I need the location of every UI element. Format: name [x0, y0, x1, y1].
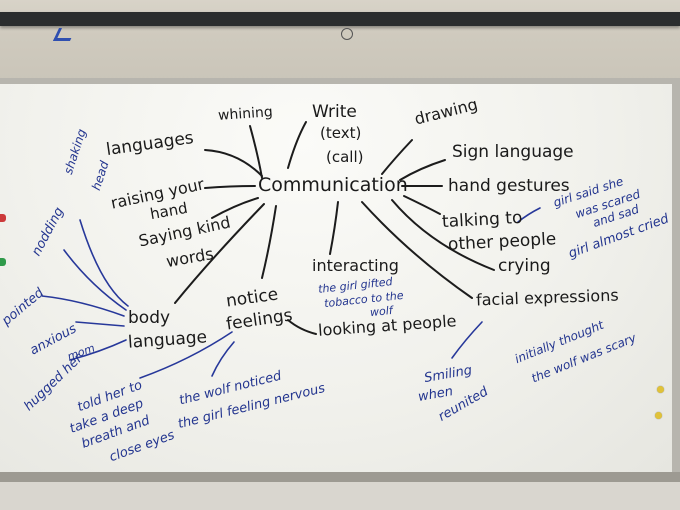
line-shaking [79, 219, 129, 307]
yellow-magnet-2 [655, 412, 662, 419]
node-crying: crying [498, 256, 551, 276]
yellow-magnet-1 [657, 386, 664, 393]
line-raising [204, 185, 256, 189]
line-girl-said [517, 207, 541, 223]
green-magnet [0, 258, 6, 266]
line-languages [204, 149, 263, 177]
red-magnet [0, 214, 6, 222]
line-sign [399, 159, 446, 181]
line-crying [391, 199, 495, 271]
line-interacting [329, 201, 339, 255]
line-hugged [69, 339, 127, 361]
node-whining: whining [217, 104, 274, 124]
line-told [139, 331, 233, 379]
line-drawing [381, 139, 413, 175]
line-wolf-noticed [211, 341, 235, 377]
node-text: (text) [320, 124, 362, 142]
line-anxious [75, 321, 125, 327]
map-rail [0, 12, 680, 26]
node-body-1: body [128, 308, 171, 328]
rail-screw [341, 28, 353, 40]
line-pointed [41, 295, 125, 317]
node-hand-gestures: hand gestures [448, 176, 570, 196]
node-talking-1: talking to [441, 207, 523, 233]
line-looking [287, 319, 317, 335]
whiteboard [0, 84, 672, 472]
node-call: (call) [326, 148, 364, 166]
line-write [287, 121, 307, 169]
line-kind [211, 197, 259, 219]
note-gifted-3: wolf [369, 303, 394, 320]
line-smiling [451, 321, 483, 359]
line-talking [403, 195, 441, 215]
node-sign-language: Sign language [452, 142, 574, 162]
wall-below-board [0, 482, 680, 510]
line-facial [361, 201, 473, 299]
line-notice [261, 205, 277, 279]
line-body [174, 203, 265, 304]
line-nodding [63, 249, 127, 311]
node-write: Write [312, 102, 357, 122]
center-node: Communication [258, 174, 408, 196]
node-interacting: interacting [312, 256, 399, 275]
marker-tray [0, 472, 680, 482]
